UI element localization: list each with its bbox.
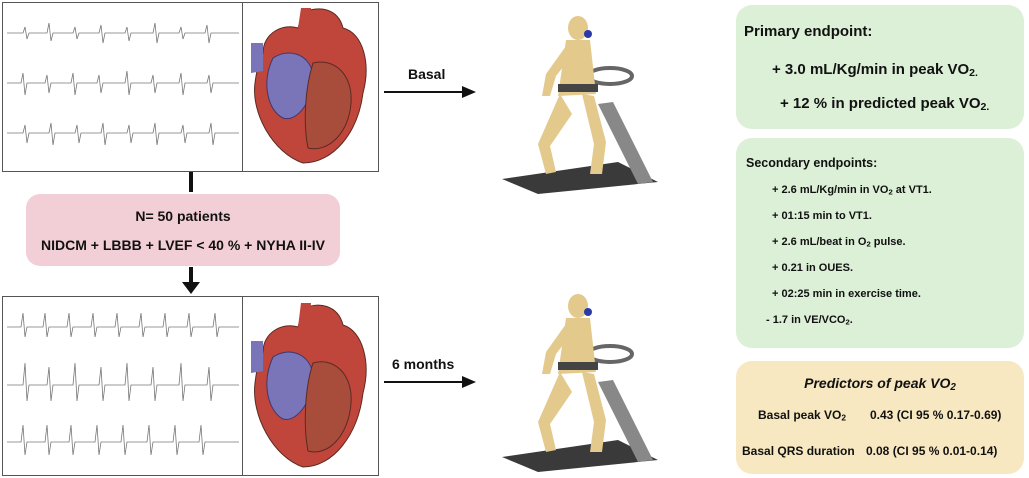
heart-anatomy-icon [251, 303, 367, 468]
predictors-box: Predictors of peak VO2 Basal peak VO2 0.… [736, 361, 1024, 474]
primary-item-text: + 12 % in predicted peak VO [780, 95, 981, 112]
predictors-title: Predictors of peak VO2 [736, 375, 1024, 393]
item-text: at VT1. [892, 184, 932, 196]
heart-image-basal [242, 2, 379, 172]
subscript: 2 [888, 187, 893, 197]
item-text: pulse. [870, 236, 906, 248]
item-text: + 2.6 mL/Kg/min in VO [772, 184, 889, 196]
subscript: 2. [980, 101, 990, 114]
patient-cohort-box: N= 50 patients NIDCM + LBBB + LVEF < 40 … [26, 194, 340, 266]
subscript: 2. [969, 67, 978, 80]
secondary-endpoint-item: + 2.6 mL/Kg/min in VO2 at VT1. [772, 184, 932, 197]
secondary-endpoint-box: Secondary endpoints: + 2.6 mL/Kg/min in … [736, 138, 1024, 348]
treadmill-runner-icon [502, 16, 658, 194]
item-text: + 2.6 mL/beat in O [772, 236, 867, 248]
patient-count: N= 50 patients [135, 208, 231, 224]
subscript: 2 [845, 317, 850, 327]
label-text: Basal peak VO [758, 408, 842, 422]
predictor-value: 0.08 (CI 95 % 0.01-0.14) [866, 444, 998, 458]
predictor-value: 0.43 (CI 95 % 0.17-0.69) [870, 408, 1002, 422]
arrow-right-icon [384, 376, 476, 388]
subscript: 2 [950, 381, 956, 393]
ecg-panel-basal [2, 2, 244, 172]
secondary-endpoint-title: Secondary endpoints: [746, 156, 878, 170]
ecg-panel-followup [2, 296, 244, 476]
item-text: - 1.7 in VE/VCO [766, 314, 846, 326]
basal-label: Basal [408, 66, 446, 82]
arrow-down-icon [189, 267, 193, 285]
primary-endpoint-box: Primary endpoint: + 3.0 mL/Kg/min in pea… [736, 5, 1024, 129]
primary-endpoint-item: + 3.0 mL/Kg/min in peak VO2. [772, 61, 978, 79]
predictor-label: Basal QRS duration [742, 444, 855, 458]
followup-label: 6 months [392, 356, 455, 372]
inclusion-criteria: NIDCM + LBBB + LVEF < 40 % + NYHA II-IV [41, 237, 325, 253]
secondary-endpoint-item: + 01:15 min to VT1. [772, 210, 872, 222]
arrow-right-icon [384, 86, 476, 98]
secondary-endpoint-item: - 1.7 in VE/VCO2. [766, 314, 853, 327]
arrow-down-head [182, 282, 200, 294]
secondary-endpoint-item: + 0.21 in OUES. [772, 262, 854, 274]
connector-line [189, 172, 193, 192]
treadmill-runner-icon [502, 294, 658, 472]
primary-item-text: + 3.0 mL/Kg/min in peak VO [772, 61, 970, 78]
predictor-label: Basal peak VO2 [758, 408, 846, 423]
secondary-endpoint-item: + 2.6 mL/beat in O2 pulse. [772, 236, 906, 249]
subscript: 2 [866, 239, 871, 249]
primary-endpoint-item: + 12 % in predicted peak VO2. [780, 95, 989, 113]
ecg-strip-icon [7, 312, 239, 456]
item-text: . [849, 314, 853, 326]
heart-image-followup [242, 296, 379, 476]
secondary-endpoint-item: + 02:25 min in exercise time. [772, 288, 921, 300]
heart-anatomy-icon [251, 8, 367, 164]
subscript: 2 [841, 412, 847, 423]
title-text: Predictors of peak VO [804, 375, 951, 391]
primary-endpoint-title: Primary endpoint: [744, 23, 873, 40]
ecg-strip-icon [7, 22, 239, 146]
